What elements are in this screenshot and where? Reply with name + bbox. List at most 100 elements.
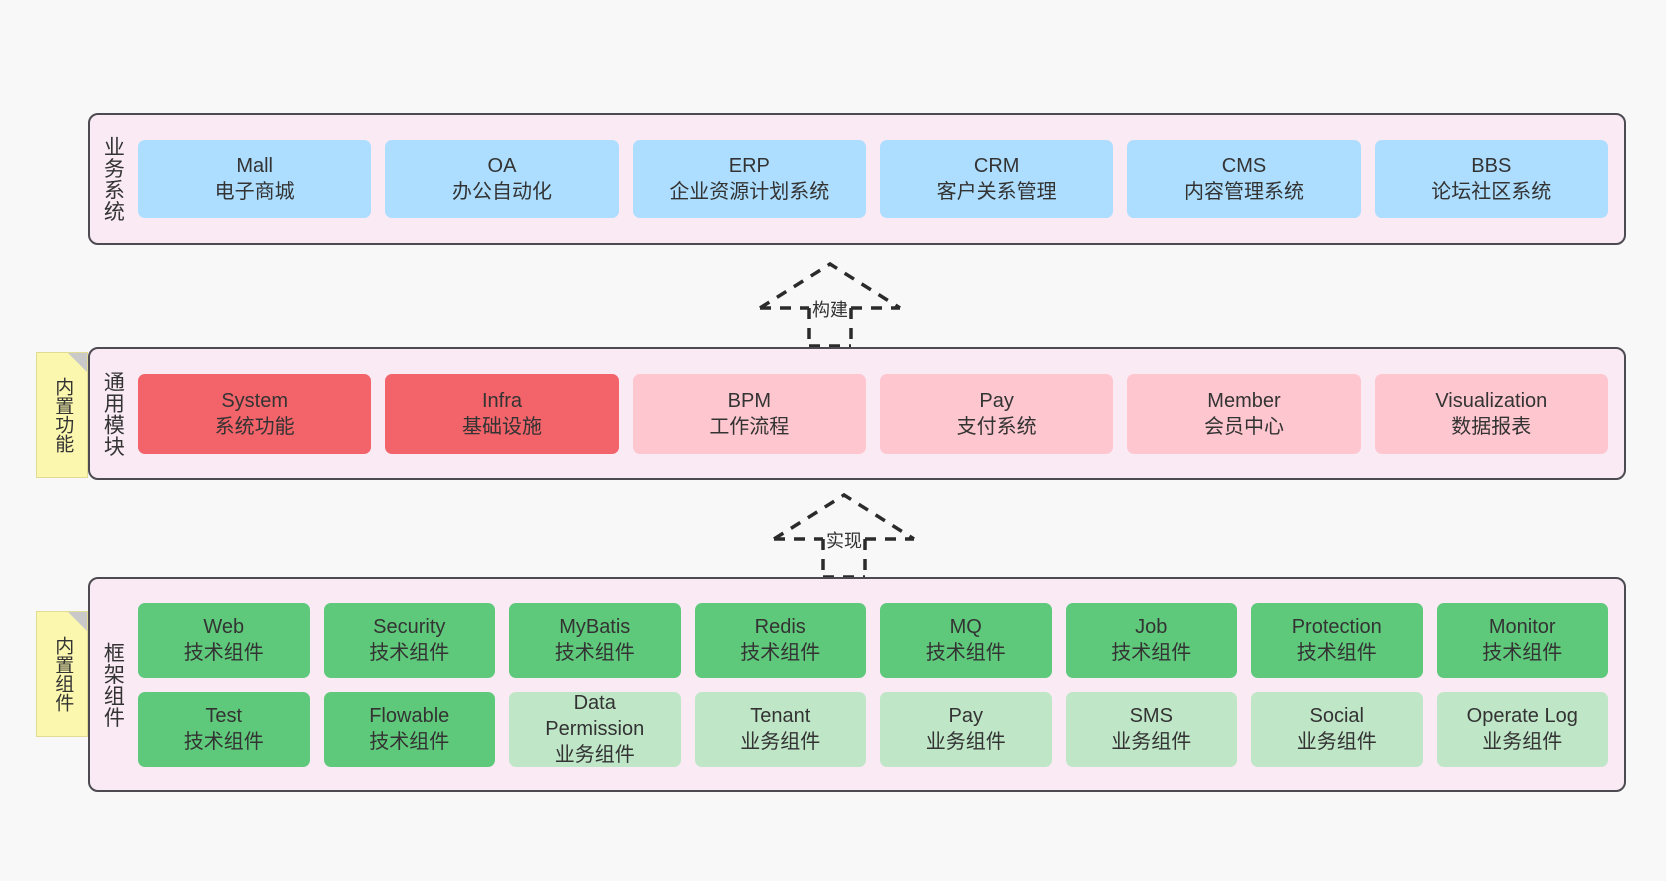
node-desc: 办公自动化 [451, 181, 552, 203]
cell-row: Mall 电子商城 OA 办公自动化 ERP 企业资源计划系统 CRM 客户关系… [138, 140, 1608, 218]
connector-label-implement: 实现 [826, 531, 862, 551]
node-name: Test [205, 705, 243, 727]
node-name: Security [373, 616, 446, 638]
node-redis[interactable]: Redis 技术组件 [694, 602, 866, 678]
node-name: Tenant [750, 705, 811, 727]
node-test[interactable]: Test 技术组件 [138, 691, 310, 767]
node-desc: 客户关系管理 [936, 181, 1057, 203]
layer-common-module: 通用模块 System 系统功能 Infra 基础设施 BPM 工作流程 Pay… [88, 347, 1626, 480]
layer-framework-component: 框架组件 Web 技术组件 Security 技术组件 MyBatis 技术组件… [88, 577, 1626, 792]
node-security[interactable]: Security 技术组件 [323, 602, 495, 678]
node-desc: 技术组件 [554, 642, 635, 664]
dashed-hollow-arrow-icon [759, 261, 901, 348]
connector-label-build: 构建 [812, 300, 848, 320]
node-name: OA [487, 155, 517, 177]
node-flowable[interactable]: Flowable 技术组件 [323, 691, 495, 767]
node-system[interactable]: System 系统功能 [138, 373, 372, 454]
node-desc: 支付系统 [956, 415, 1037, 438]
node-desc: 内容管理系统 [1183, 181, 1304, 203]
node-desc: 业务组件 [1111, 731, 1192, 753]
layer-title-common-module: 通用模块 [101, 370, 125, 457]
node-operate-log[interactable]: Operate Log 业务组件 [1436, 691, 1608, 767]
connector-build: 构建 [752, 258, 908, 348]
node-name: Job [1135, 616, 1168, 638]
node-desc: 会员中心 [1203, 415, 1284, 438]
node-desc: 论坛社区系统 [1431, 181, 1552, 203]
node-data-permission[interactable]: Data Permission 业务组件 [509, 691, 681, 767]
node-desc: 技术组件 [369, 642, 450, 664]
node-desc: 业务组件 [925, 731, 1006, 753]
node-monitor[interactable]: Monitor 技术组件 [1436, 602, 1608, 678]
node-name: BPM [727, 389, 771, 412]
layer-body-business-system: Mall 电子商城 OA 办公自动化 ERP 企业资源计划系统 CRM 客户关系… [134, 115, 1624, 243]
node-mall[interactable]: Mall 电子商城 [138, 140, 372, 218]
node-desc: 技术组件 [740, 642, 821, 664]
node-desc: 业务组件 [1296, 731, 1377, 753]
node-name: System [221, 389, 288, 412]
note-fold-icon [68, 353, 87, 372]
node-name: Member [1207, 389, 1281, 412]
node-name: Protection [1291, 616, 1382, 638]
note-fold-icon [68, 612, 87, 631]
node-job[interactable]: Job 技术组件 [1065, 602, 1237, 678]
node-name: BBS [1471, 155, 1512, 177]
layer-business-system: 业务系统 Mall 电子商城 OA 办公自动化 ERP 企业资源计划系统 CRM… [88, 113, 1626, 245]
note-builtin-component: 内置组件 [36, 611, 88, 737]
layer-title-business-system: 业务系统 [101, 136, 125, 222]
node-desc: 技术组件 [183, 731, 264, 753]
node-desc: 企业资源计划系统 [669, 181, 830, 203]
node-name: Redis [754, 616, 806, 638]
node-crm[interactable]: CRM 客户关系管理 [879, 140, 1114, 218]
connector-implement: 实现 [766, 489, 922, 579]
node-mq[interactable]: MQ 技术组件 [880, 602, 1052, 678]
node-sms[interactable]: SMS 业务组件 [1065, 691, 1237, 767]
node-tenant[interactable]: Tenant 业务组件 [694, 691, 866, 767]
node-desc: 业务组件 [554, 744, 635, 766]
node-name: MQ [949, 616, 982, 638]
node-web[interactable]: Web 技术组件 [138, 602, 310, 678]
node-social[interactable]: Social 业务组件 [1251, 691, 1423, 767]
cell-row: System 系统功能 Infra 基础设施 BPM 工作流程 Pay 支付系统… [138, 373, 1608, 454]
node-pay[interactable]: Pay 支付系统 [879, 373, 1114, 454]
node-name: CRM [973, 155, 1020, 177]
node-mybatis[interactable]: MyBatis 技术组件 [509, 602, 681, 678]
node-name: Data Permission [545, 692, 645, 740]
node-name: Flowable [369, 705, 450, 727]
node-pay-component[interactable]: Pay 业务组件 [880, 691, 1052, 767]
node-name: Web [203, 616, 245, 638]
node-name: Operate Log [1466, 705, 1578, 727]
node-bbs[interactable]: BBS 论坛社区系统 [1374, 140, 1608, 218]
node-desc: 技术组件 [369, 731, 450, 753]
dashed-hollow-arrow-icon [773, 492, 915, 579]
node-cms[interactable]: CMS 内容管理系统 [1127, 140, 1361, 218]
node-oa[interactable]: OA 办公自动化 [385, 140, 619, 218]
node-member[interactable]: Member 会员中心 [1127, 373, 1361, 454]
node-name: Pay [979, 389, 1014, 412]
node-desc: 电子商城 [214, 181, 295, 203]
node-desc: 技术组件 [183, 642, 264, 664]
node-infra[interactable]: Infra 基础设施 [385, 373, 619, 454]
node-desc: 业务组件 [740, 731, 821, 753]
node-erp[interactable]: ERP 企业资源计划系统 [632, 140, 866, 218]
node-name: Pay [948, 705, 983, 727]
layer-title-framework-component: 框架组件 [101, 641, 125, 728]
node-desc: 系统功能 [214, 415, 295, 438]
node-name: MyBatis [559, 616, 631, 638]
node-protection[interactable]: Protection 技术组件 [1251, 602, 1423, 678]
node-visualization[interactable]: Visualization 数据报表 [1374, 373, 1608, 454]
node-desc: 业务组件 [1482, 731, 1563, 753]
node-name: Visualization [1435, 389, 1548, 412]
node-desc: 工作流程 [709, 415, 790, 438]
node-desc: 技术组件 [1111, 642, 1192, 664]
layer-body-common-module: System 系统功能 Infra 基础设施 BPM 工作流程 Pay 支付系统… [134, 349, 1624, 478]
node-name: Social [1309, 705, 1364, 727]
node-desc: 技术组件 [1482, 642, 1563, 664]
node-name: CMS [1221, 155, 1267, 177]
node-bpm[interactable]: BPM 工作流程 [632, 373, 866, 454]
cell-row: Web 技术组件 Security 技术组件 MyBatis 技术组件 Redi… [138, 602, 1608, 678]
node-desc: 技术组件 [1296, 642, 1377, 664]
note-label: 内置组件 [52, 636, 74, 712]
node-name: Mall [236, 155, 273, 177]
node-name: SMS [1129, 705, 1173, 727]
